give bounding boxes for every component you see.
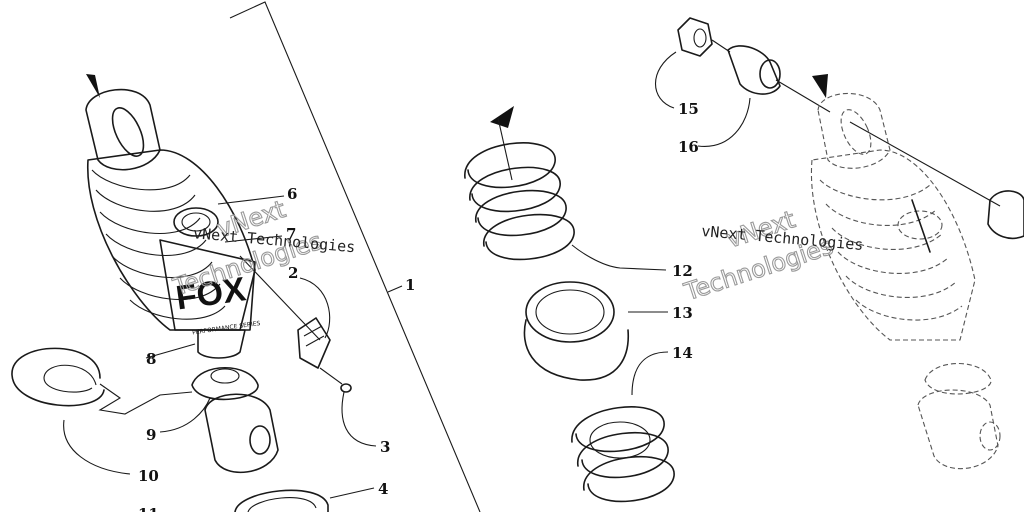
bushing-nut <box>677 17 713 57</box>
callout-3: 3 <box>380 438 390 456</box>
spring-cup <box>523 281 630 381</box>
brand-subtitle: PERFORMANCE SERIES <box>192 320 261 337</box>
callout-14: 14 <box>672 344 693 362</box>
arrow-marker-icon <box>86 74 100 98</box>
watermark-right: vNext Technologies vNext Technologies <box>680 205 864 307</box>
callout-numbers: 1 2 3 4 6 7 8 9 10 11 12 13 14 15 16 <box>138 100 699 512</box>
shock-spring-coils <box>91 169 226 320</box>
callout-15: 15 <box>678 100 699 118</box>
callout-4: 4 <box>378 480 388 498</box>
adjuster-knob <box>239 255 331 369</box>
shock-absorber-assembly: FOX PERFORMANCE SERIES <box>85 74 279 474</box>
callout-7: 7 <box>286 225 296 243</box>
callout-11: 11 <box>138 505 159 512</box>
callout-10: 10 <box>138 467 159 485</box>
retaining-screw <box>319 367 352 393</box>
upper-coil-spring <box>464 106 575 261</box>
reference-shock-outline <box>810 74 1024 470</box>
split-retainer-washer <box>11 347 193 415</box>
callout-13: 13 <box>672 304 693 322</box>
callout-2: 2 <box>288 264 298 282</box>
callout-12: 12 <box>672 262 693 280</box>
leader-lines <box>63 51 751 499</box>
pivot-sleeve <box>711 39 831 113</box>
arrow-marker-icon <box>490 106 514 128</box>
callout-1: 1 <box>405 276 415 294</box>
lower-coil-spring <box>571 406 675 503</box>
callout-6: 6 <box>287 185 297 203</box>
assembly-bracket <box>229 1 481 512</box>
callout-8: 8 <box>146 350 156 368</box>
callout-16: 16 <box>678 138 699 156</box>
arrow-marker-icon <box>812 74 828 98</box>
callout-9: 9 <box>146 426 156 444</box>
spring-seat-ring <box>234 489 329 512</box>
